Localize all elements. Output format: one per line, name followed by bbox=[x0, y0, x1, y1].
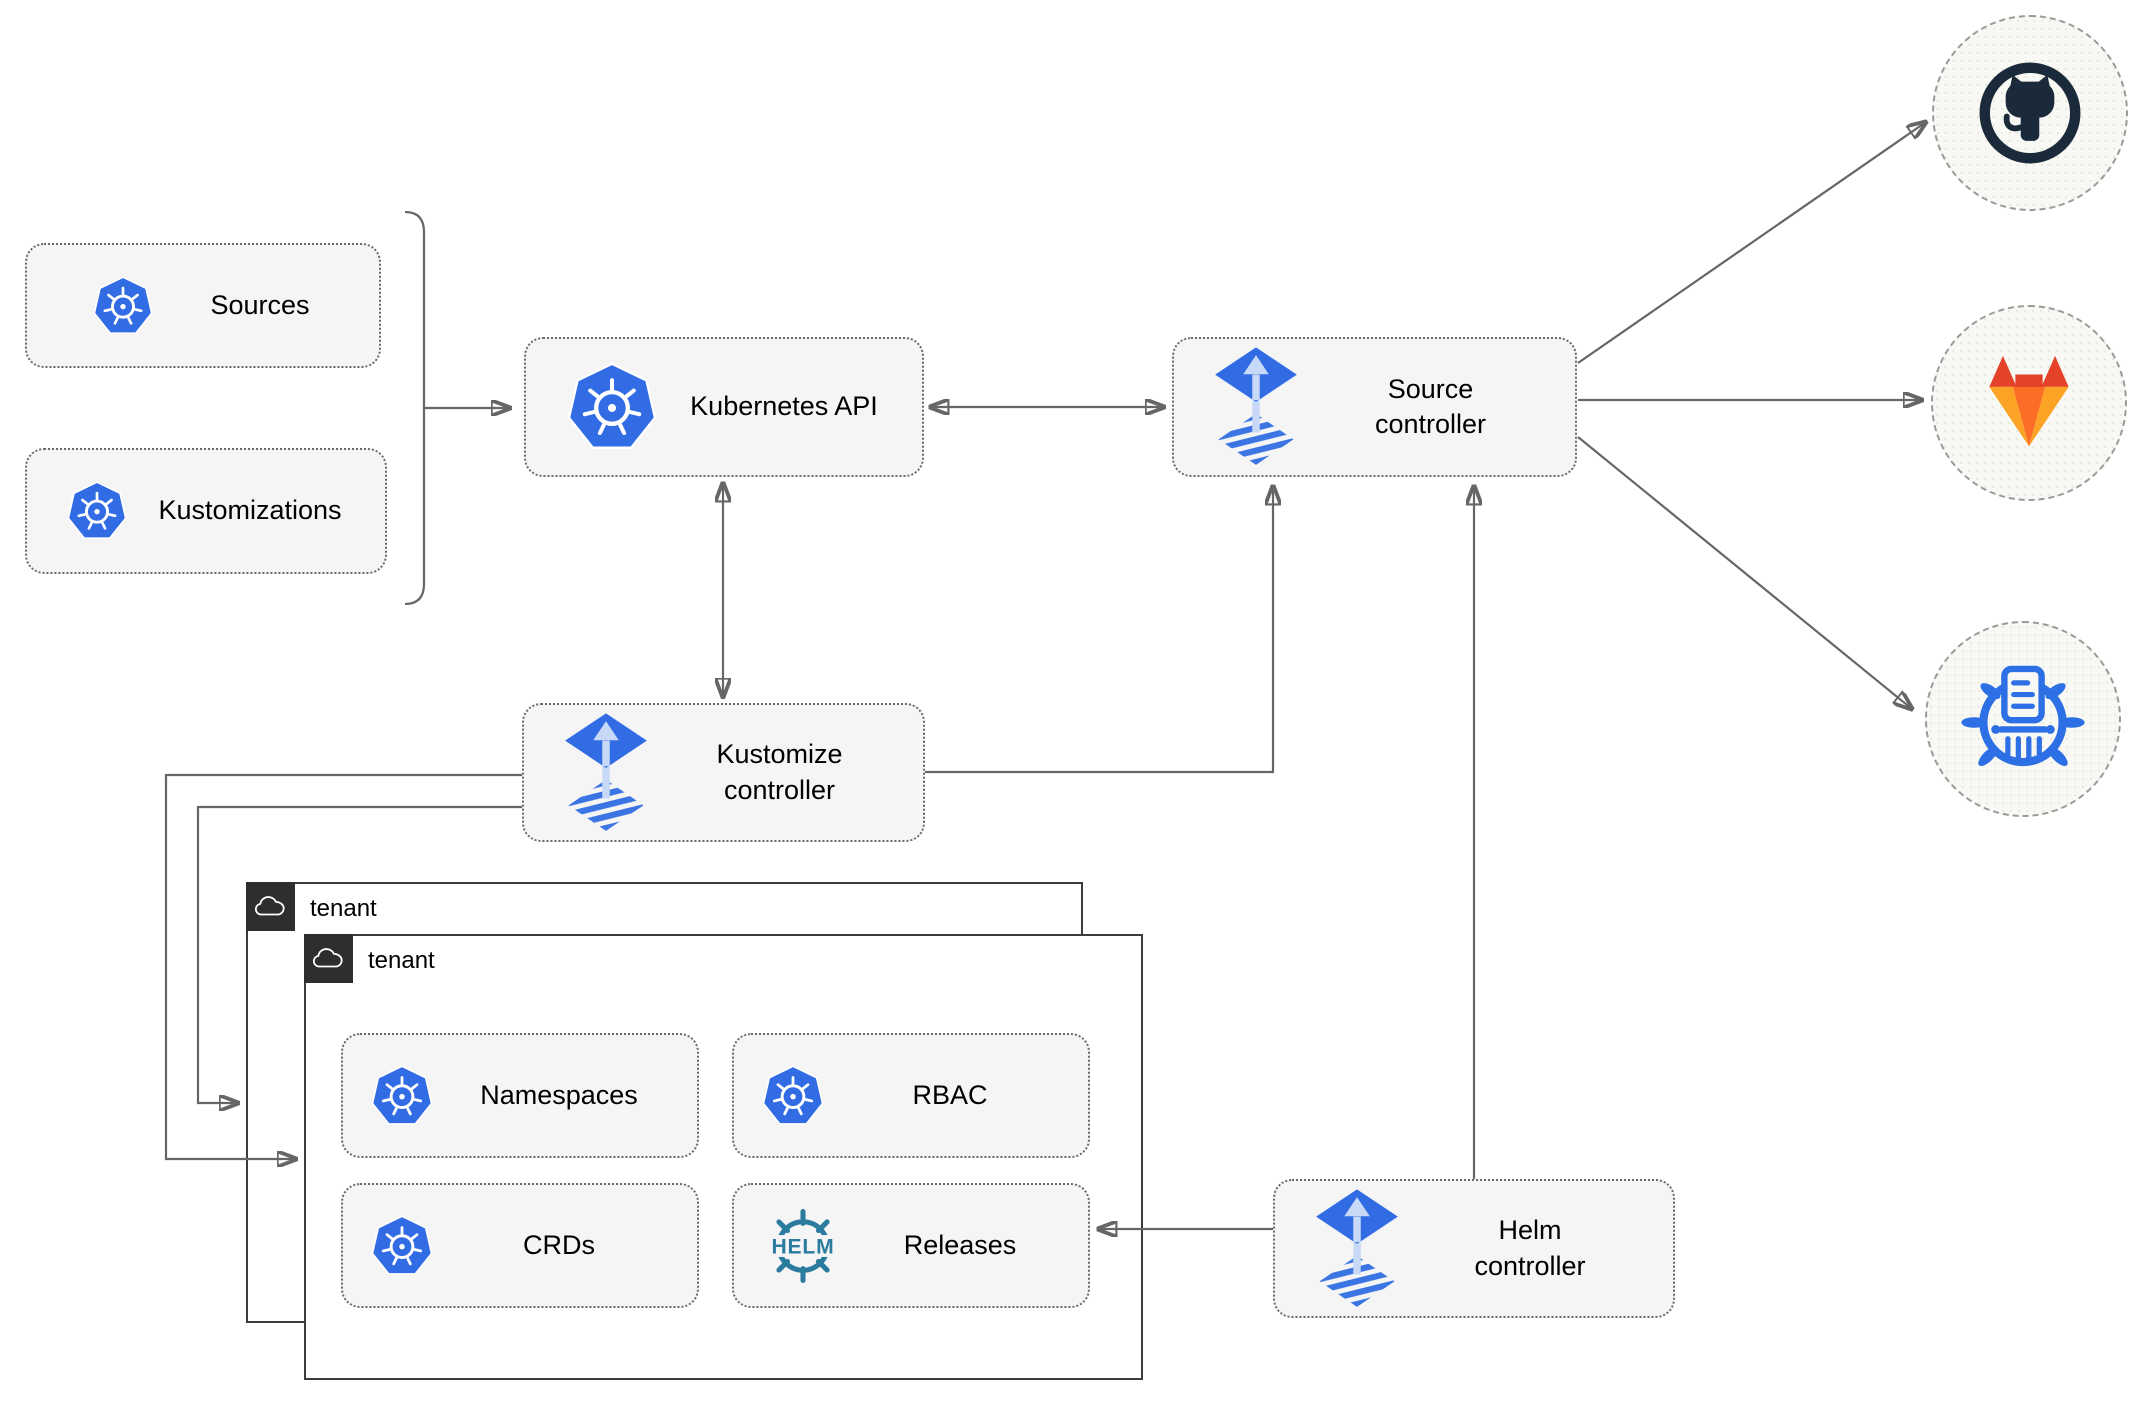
kubernetes-icon bbox=[369, 1063, 435, 1129]
node-label: CRDs bbox=[523, 1229, 595, 1260]
tenant-label: tenant bbox=[368, 947, 435, 974]
edge-kustomizecontroller-to-sourcecontroller bbox=[925, 486, 1273, 774]
gitlab-icon bbox=[1989, 355, 2069, 447]
helm-icon: HELM bbox=[770, 1208, 836, 1283]
node-crds: CRDs bbox=[341, 1183, 699, 1308]
node-label: Releases bbox=[903, 1229, 1017, 1260]
node-rbac: RBAC bbox=[732, 1033, 1090, 1158]
node-kustomize-controller: Kustomize controller bbox=[522, 703, 925, 842]
edge-sourcecontroller-to-chartmuseum bbox=[1577, 436, 1912, 709]
tenant-tab bbox=[303, 933, 353, 983]
node-source-controller: Source controller bbox=[1172, 337, 1577, 477]
endpoint-github bbox=[1932, 15, 2128, 211]
kubernetes-icon bbox=[65, 479, 129, 543]
endpoint-chartmuseum bbox=[1925, 621, 2121, 817]
flux-icon bbox=[1313, 1186, 1401, 1312]
edge-sourcecontroller-to-github bbox=[1577, 122, 1926, 364]
node-namespaces: Namespaces bbox=[341, 1033, 699, 1158]
flux-icon bbox=[562, 710, 650, 836]
node-kubernetes-api: Kubernetes API bbox=[524, 337, 924, 477]
kubernetes-icon bbox=[760, 1063, 826, 1129]
node-label: Helm controller bbox=[1474, 1215, 1586, 1281]
github-icon bbox=[1979, 62, 2081, 164]
kubernetes-icon bbox=[564, 359, 660, 455]
chartmuseum-icon bbox=[1961, 665, 2085, 767]
kubernetes-icon bbox=[369, 1213, 435, 1279]
cloud-icon bbox=[253, 894, 287, 919]
cloud-icon bbox=[311, 946, 345, 971]
endpoint-gitlab bbox=[1931, 305, 2127, 501]
node-label: Kustomizations bbox=[158, 495, 342, 526]
node-kustomizations: Kustomizations bbox=[25, 448, 387, 574]
helm-wordmark: HELM bbox=[772, 1235, 835, 1258]
tenant-label: tenant bbox=[310, 895, 377, 922]
node-label: RBAC bbox=[912, 1079, 988, 1110]
node-label: Sources bbox=[210, 289, 310, 320]
node-label: Source controller bbox=[1374, 373, 1487, 439]
tenant-tab bbox=[245, 881, 295, 931]
node-label: Kubernetes API bbox=[690, 391, 878, 422]
node-sources: Sources bbox=[25, 243, 381, 368]
node-label: Namespaces bbox=[480, 1079, 638, 1110]
bracket-sources-kustomizations bbox=[404, 210, 426, 606]
node-label: Kustomize controller bbox=[716, 739, 843, 805]
kubernetes-icon bbox=[91, 274, 155, 338]
node-releases: HELM Releases bbox=[732, 1183, 1090, 1308]
node-helm-controller: Helm controller bbox=[1273, 1179, 1675, 1318]
flux-icon bbox=[1212, 344, 1300, 470]
